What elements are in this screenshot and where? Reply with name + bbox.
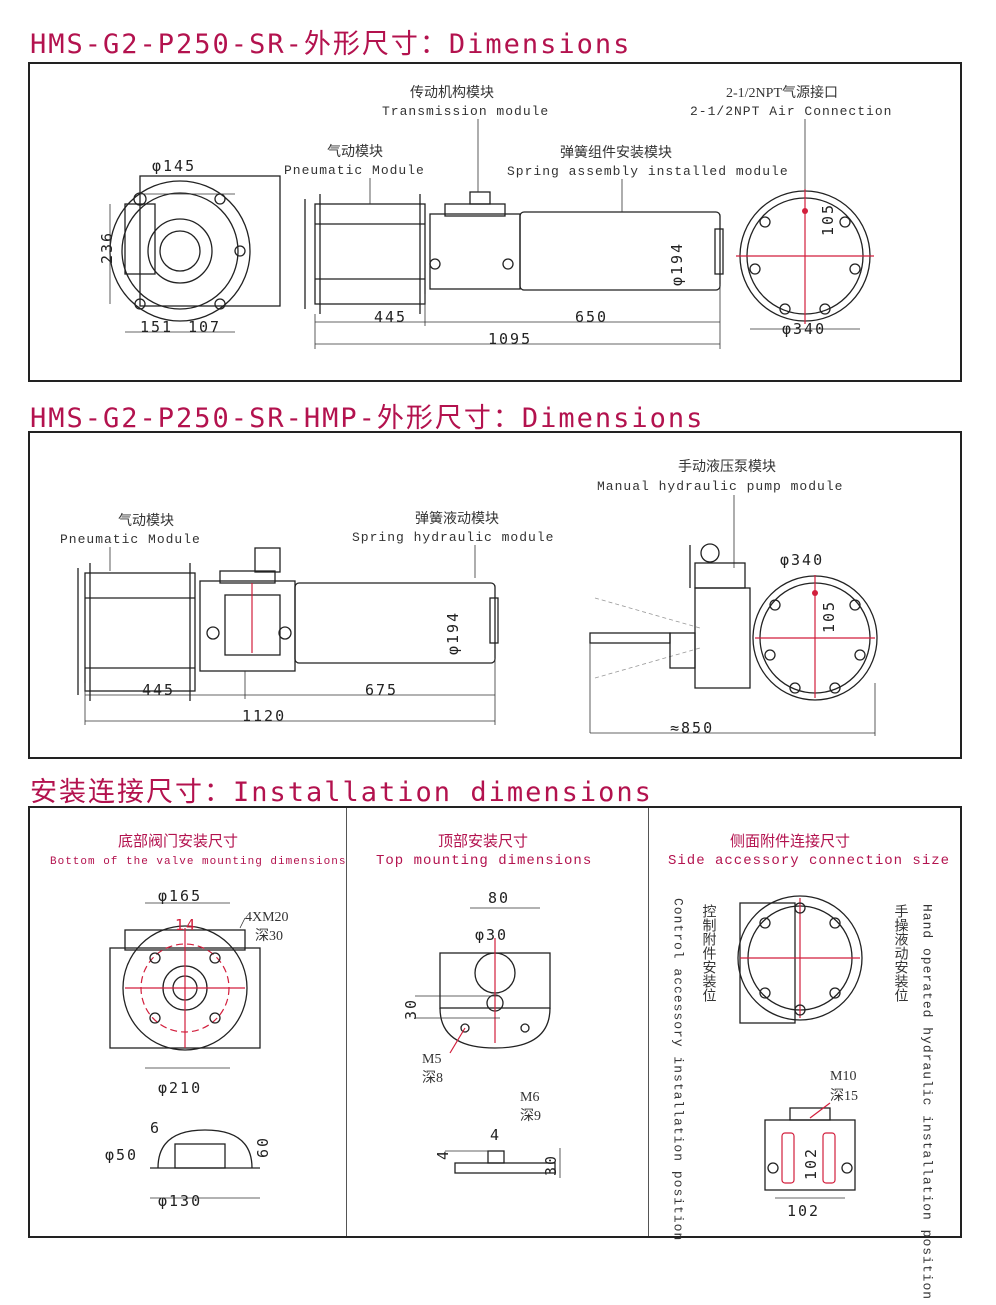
dim-14: 14 — [175, 916, 197, 934]
dim-102-horizontal: 102 — [787, 1202, 820, 1220]
top-section-view — [445, 1148, 561, 1178]
hand-position-cn: 手操液动安装位 — [893, 904, 909, 1002]
dim-80: 80 — [488, 889, 510, 907]
label-pump-en: Manual hydraulic pump module — [597, 479, 843, 494]
section-title-installation: 安装连接尺寸：Installation dimensions — [30, 777, 653, 808]
thread-m6: M6 — [520, 1090, 539, 1105]
dim-675: 675 — [365, 681, 398, 699]
depth-15: 深15 — [830, 1088, 858, 1104]
dim-phi194: φ194 — [668, 242, 686, 286]
sr-drawing: φ145 236 151 107 445 650 1095 φ194 传动机构模… — [98, 84, 892, 349]
end-view-pump — [589, 543, 878, 736]
installation-panel: 底部阀门安装尺寸 Bottom of the valve mounting di… — [28, 806, 962, 1300]
dim-phi145: φ145 — [152, 157, 196, 175]
side-accessory-view — [737, 895, 863, 1024]
dim-4-side: 4 — [434, 1149, 452, 1160]
top-title-cn: 顶部安装尺寸 — [438, 833, 528, 850]
label-spring-hydraulic-en: Spring hydraulic module — [352, 530, 554, 545]
label-pneumatic-cn: 气动模块 — [327, 144, 383, 160]
label-pneumatic-en: Pneumatic Module — [284, 163, 425, 178]
thread-m5: M5 — [422, 1052, 441, 1067]
dim-phi50: φ50 — [105, 1146, 138, 1164]
control-position-cn: 控制附件安装位 — [701, 904, 717, 1002]
side-accessory-detail — [764, 1102, 856, 1199]
thread-4xm20: 4XM20 — [245, 910, 289, 925]
dim-650: 650 — [575, 308, 608, 326]
hand-position-en: Hand operated hydraulic installation pos… — [920, 904, 935, 1300]
label-pump-cn: 手动液压泵模块 — [678, 459, 776, 475]
label-pneumatic-en-2: Pneumatic Module — [60, 532, 201, 547]
sr-hmp-drawing: 气动模块 Pneumatic Module 弹簧液动模块 Spring hydr… — [60, 459, 878, 737]
dim-1120: 1120 — [242, 707, 286, 725]
depth-30: 深30 — [255, 928, 283, 944]
section-title-dimensions-sr-hmp: HMS-G2-P250-SR-HMP-外形尺寸：Dimensions — [30, 403, 705, 434]
dim-105: 105 — [819, 203, 837, 236]
dim-approx-850: ≈850 — [670, 719, 714, 737]
dim-60: 60 — [254, 1136, 272, 1158]
label-spring-hydraulic-cn: 弹簧液动模块 — [415, 511, 499, 527]
dimensions-panel-sr-hmp: 气动模块 Pneumatic Module 弹簧液动模块 Spring hydr… — [28, 431, 962, 759]
dim-phi194-2: φ194 — [444, 611, 462, 655]
label-transmission-cn: 传动机构模块 — [410, 85, 494, 101]
dim-105-2: 105 — [820, 600, 838, 633]
depth-9: 深9 — [520, 1108, 541, 1124]
dim-phi340-2: φ340 — [780, 551, 824, 569]
section-title-dimensions-sr: HMS-G2-P250-SR-外形尺寸：Dimensions — [30, 29, 632, 60]
label-air-cn: 2-1/2NPT气源接口 — [726, 84, 838, 101]
dimensions-panel-sr: φ145 236 151 107 445 650 1095 φ194 传动机构模… — [28, 62, 962, 382]
dim-6: 6 — [150, 1119, 161, 1137]
bottom-title-cn: 底部阀门安装尺寸 — [118, 833, 238, 850]
label-transmission-en: Transmission module — [382, 104, 549, 119]
end-view-right — [736, 189, 874, 330]
side-title-en: Side accessory connection size — [668, 853, 950, 869]
dim-phi210: φ210 — [158, 1079, 202, 1097]
bottom-title-en: Bottom of the valve mounting dimensions — [50, 856, 346, 868]
installation-drawing: 底部阀门安装尺寸 Bottom of the valve mounting di… — [50, 833, 950, 1300]
dim-107: 107 — [188, 318, 221, 336]
dim-102-vertical: 102 — [802, 1147, 820, 1180]
dim-phi340: φ340 — [782, 320, 826, 338]
top-title-en: Top mounting dimensions — [376, 853, 592, 869]
thread-m10: M10 — [830, 1069, 856, 1084]
dim-4-top: 4 — [490, 1126, 501, 1144]
dim-445: 445 — [374, 308, 407, 326]
dim-phi165: φ165 — [158, 887, 202, 905]
side-view-hmp — [77, 547, 499, 725]
dim-phi130: φ130 — [158, 1192, 202, 1210]
dim-30-bottom: 30 — [542, 1154, 560, 1176]
label-spring-cn: 弹簧组件安装模块 — [560, 145, 672, 161]
side-view — [304, 191, 724, 349]
dim-445-2: 445 — [142, 681, 175, 699]
dim-phi30: φ30 — [475, 926, 508, 944]
end-view-left — [109, 175, 281, 333]
bottom-section-view — [150, 1129, 260, 1199]
control-position-en: Control accessory installation position — [671, 898, 686, 1241]
dim-236: 236 — [98, 231, 116, 264]
top-flange-view — [415, 907, 551, 1054]
label-spring-en: Spring assembly installed module — [507, 164, 789, 179]
top-mounting-section — [346, 808, 649, 1236]
dim-1095: 1095 — [488, 330, 532, 348]
label-air-en: 2-1/2NPT Air Connection — [690, 104, 892, 119]
depth-8: 深8 — [422, 1070, 443, 1086]
bottom-flange-view — [109, 902, 261, 1069]
side-title-cn: 侧面附件连接尺寸 — [730, 833, 850, 850]
dim-151: 151 — [140, 318, 173, 336]
label-pneumatic-cn-2: 气动模块 — [118, 513, 174, 529]
bottom-mounting-section — [30, 808, 347, 1236]
dim-30-top: 30 — [402, 998, 420, 1020]
